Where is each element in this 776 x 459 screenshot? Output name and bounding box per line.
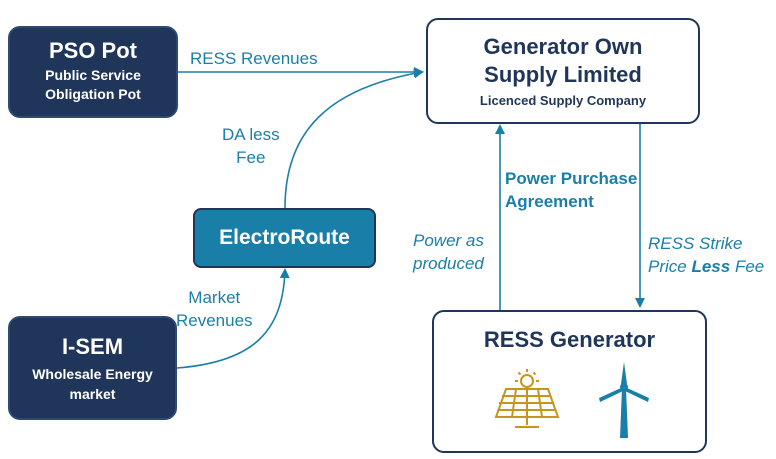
market-revenues-line-1: Market [188, 288, 241, 307]
ppa-line-1: Power Purchase [505, 169, 638, 188]
ress-strike-fee-text: Fee [730, 257, 765, 276]
ress-strike-price-text: Price [648, 257, 692, 276]
ress-generator-box: RESS Generator [432, 310, 707, 453]
ress-strike-less-text: Less [691, 257, 731, 276]
ppa-line-2: Agreement [505, 192, 594, 211]
electroroute-title: ElectroRoute [219, 226, 350, 249]
isem-title: I-SEM [61, 334, 124, 359]
ress-revenues-label: RESS Revenues [190, 49, 318, 68]
power-as-produced-line-1: Power as [413, 231, 484, 250]
solar-panel-icon [494, 369, 560, 428]
da-less-fee-arrow [284, 68, 424, 209]
pso-pot-title: PSO Pot [48, 38, 137, 63]
pso-pot-subtitle-2: Obligation Pot [45, 86, 141, 102]
pso-pot-subtitle-1: Public Service [45, 67, 141, 83]
market-revenues-line-2: Revenues [176, 311, 253, 330]
ppa-label: Power Purchase Agreement [505, 167, 637, 213]
market-revenues-arrow [176, 268, 290, 369]
da-less-fee-line-1: DA less [222, 125, 280, 144]
da-less-fee-line-2: Fee [236, 148, 266, 167]
supplier-title-1: Generator Own [483, 34, 643, 59]
market-revenues-label: Market Revenues [176, 286, 253, 332]
electroroute-box: ElectroRoute [193, 208, 376, 268]
power-as-produced-label: Power as produced [413, 229, 484, 275]
supplier-title-2: Supply Limited [484, 62, 642, 87]
ress-generator-title: RESS Generator [483, 327, 656, 352]
ress-strike-line-1: RESS Strike [648, 234, 743, 253]
isem-subtitle-1: Wholesale Energy [32, 366, 153, 382]
supplier-box: Generator Own Supply Limited Licenced Su… [426, 18, 700, 124]
ress-strike-line-2: Price Less Fee [648, 255, 764, 278]
isem-box: I-SEM Wholesale Energy market [8, 316, 177, 420]
power-as-produced-line-2: produced [413, 254, 484, 273]
da-less-fee-label: DA less Fee [222, 123, 280, 169]
isem-subtitle-2: market [69, 386, 116, 402]
supplier-subtitle: Licenced Supply Company [479, 93, 647, 108]
pso-pot-box: PSO Pot Public Service Obligation Pot [8, 26, 178, 118]
wind-turbine-icon [599, 362, 649, 438]
ress-strike-label: RESS Strike Price Less Fee [648, 232, 764, 278]
